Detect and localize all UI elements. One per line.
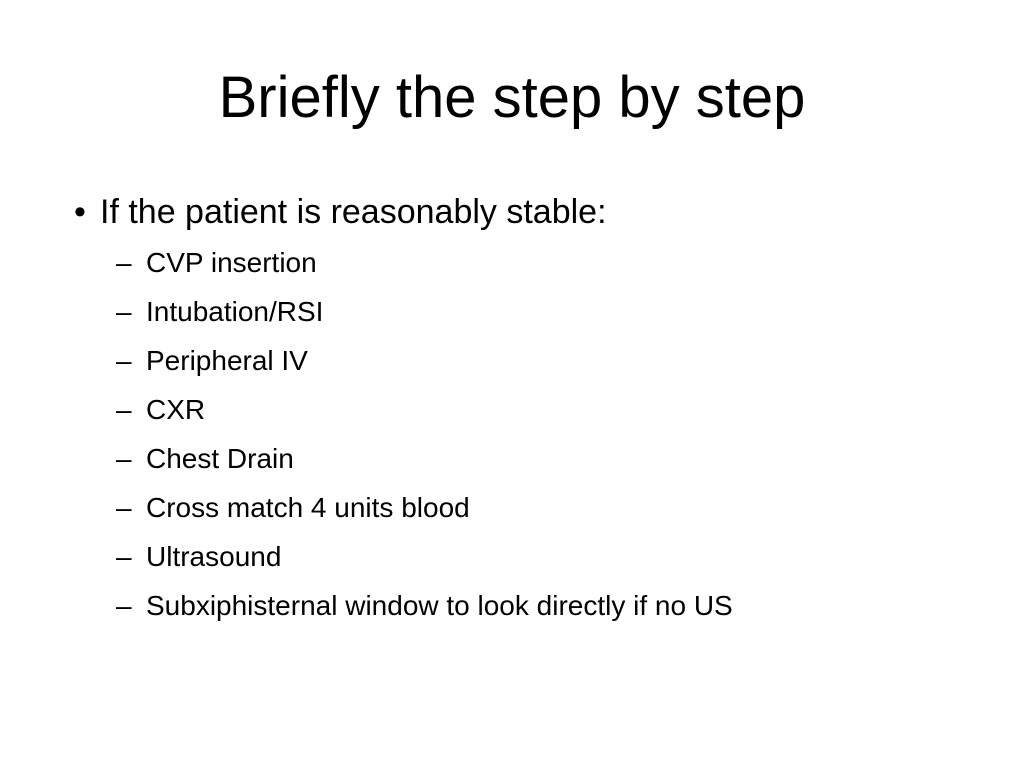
sub-bullet-list: – CVP insertion – Intubation/RSI – Perip… xyxy=(74,238,974,630)
sub-bullet-item: – Cross match 4 units blood xyxy=(116,483,974,532)
dash-icon: – xyxy=(116,492,132,523)
sub-bullet-item: – Ultrasound xyxy=(116,532,974,581)
dash-icon: – xyxy=(116,296,132,327)
dash-icon: – xyxy=(116,443,132,474)
sub-bullet-text: Intubation/RSI xyxy=(146,296,324,327)
sub-bullet-text: Subxiphisternal window to look directly … xyxy=(146,590,733,621)
sub-bullet-item: – Chest Drain xyxy=(116,434,974,483)
dash-icon: – xyxy=(116,541,132,572)
slide-content: • If the patient is reasonably stable: –… xyxy=(74,188,974,630)
sub-bullet-text: Peripheral IV xyxy=(146,345,308,376)
sub-bullet-text: Chest Drain xyxy=(146,443,294,474)
dash-icon: – xyxy=(116,247,132,278)
bullet-icon: • xyxy=(74,193,86,231)
bullet-text: If the patient is reasonably stable: xyxy=(100,193,607,231)
bullet-item: • If the patient is reasonably stable: xyxy=(74,188,974,236)
dash-icon: – xyxy=(116,394,132,425)
dash-icon: – xyxy=(116,345,132,376)
sub-bullet-item: – Subxiphisternal window to look directl… xyxy=(116,581,974,630)
sub-bullet-item: – Peripheral IV xyxy=(116,336,974,385)
slide-title: Briefly the step by step xyxy=(218,65,806,130)
sub-bullet-text: Cross match 4 units blood xyxy=(146,492,470,523)
sub-bullet-item: – CXR xyxy=(116,385,974,434)
sub-bullet-text: CVP insertion xyxy=(146,247,317,278)
dash-icon: – xyxy=(116,590,132,621)
sub-bullet-text: Ultrasound xyxy=(146,541,282,572)
sub-bullet-item: – Intubation/RSI xyxy=(116,287,974,336)
sub-bullet-text: CXR xyxy=(146,394,206,425)
sub-bullet-item: – CVP insertion xyxy=(116,238,974,287)
